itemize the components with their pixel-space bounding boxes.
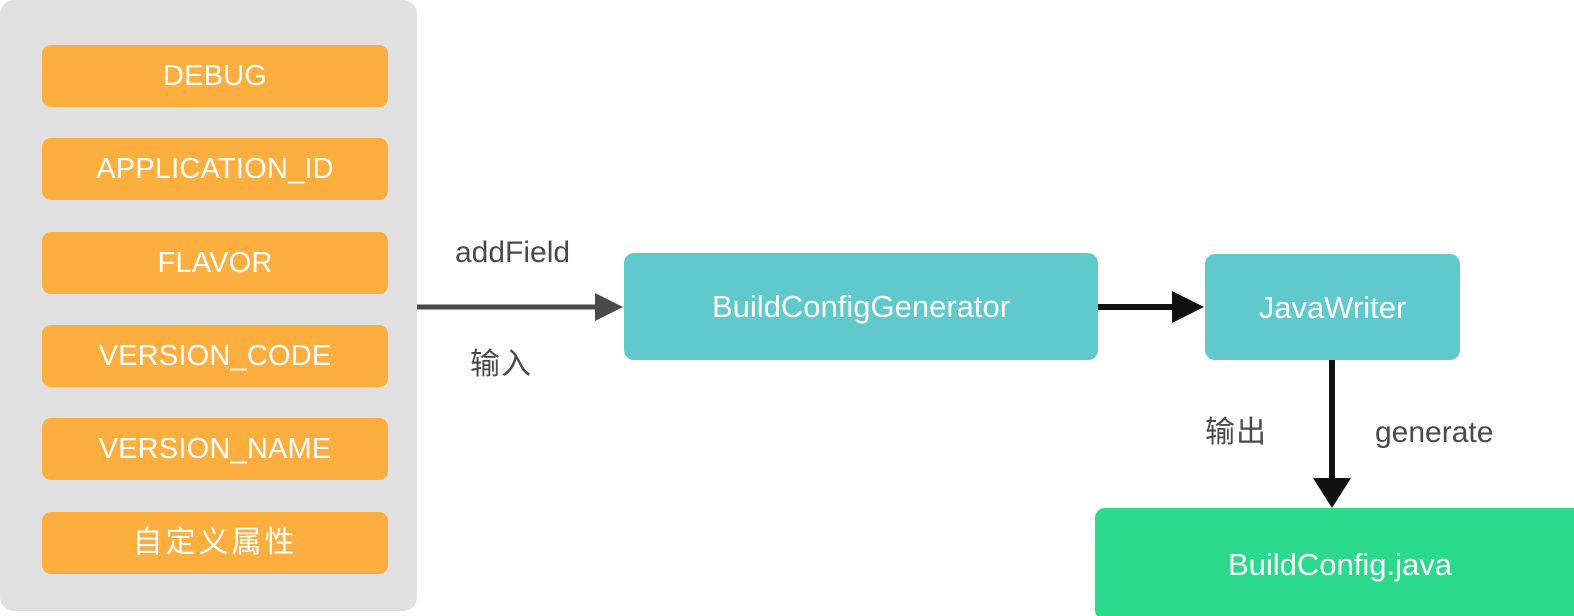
field-pill-application-id[interactable]: APPLICATION_ID	[42, 138, 388, 200]
field-pill-flavor[interactable]: FLAVOR	[42, 232, 388, 294]
build-config-fields-panel: DEBUG APPLICATION_ID FLAVOR VERSION_CODE…	[0, 0, 417, 611]
field-pill-debug[interactable]: DEBUG	[42, 45, 388, 107]
field-pill-label: 自定义属性	[132, 526, 298, 559]
node-java-writer[interactable]: JavaWriter	[1205, 254, 1460, 360]
node-label: JavaWriter	[1258, 289, 1407, 325]
field-pill-version-name[interactable]: VERSION_NAME	[42, 418, 388, 480]
field-pill-custom-property[interactable]: 自定义属性	[42, 512, 388, 574]
field-pill-label: VERSION_NAME	[98, 432, 332, 465]
arrow-generator-to-writer	[1098, 291, 1204, 323]
edge-label-input: 输入	[470, 348, 532, 381]
field-pill-version-code[interactable]: VERSION_CODE	[42, 325, 388, 387]
node-label: BuildConfigGenerator	[711, 289, 1011, 324]
field-pill-label: FLAVOR	[157, 246, 273, 279]
edge-label-add-field: addField	[455, 236, 571, 269]
node-label: BuildConfig.java	[1227, 546, 1453, 582]
arrow-panel-to-generator	[417, 293, 623, 321]
arrow-writer-to-output-file	[1313, 360, 1351, 508]
field-pill-label: VERSION_CODE	[98, 339, 332, 372]
edge-label-output: 输出	[1205, 416, 1267, 449]
field-pill-label: APPLICATION_ID	[96, 152, 334, 185]
field-pill-label: DEBUG	[162, 59, 268, 92]
edge-label-generate: generate	[1375, 416, 1494, 449]
node-build-config-generator[interactable]: BuildConfigGenerator	[624, 253, 1098, 360]
node-build-config-java-file[interactable]: BuildConfig.java	[1095, 508, 1574, 616]
